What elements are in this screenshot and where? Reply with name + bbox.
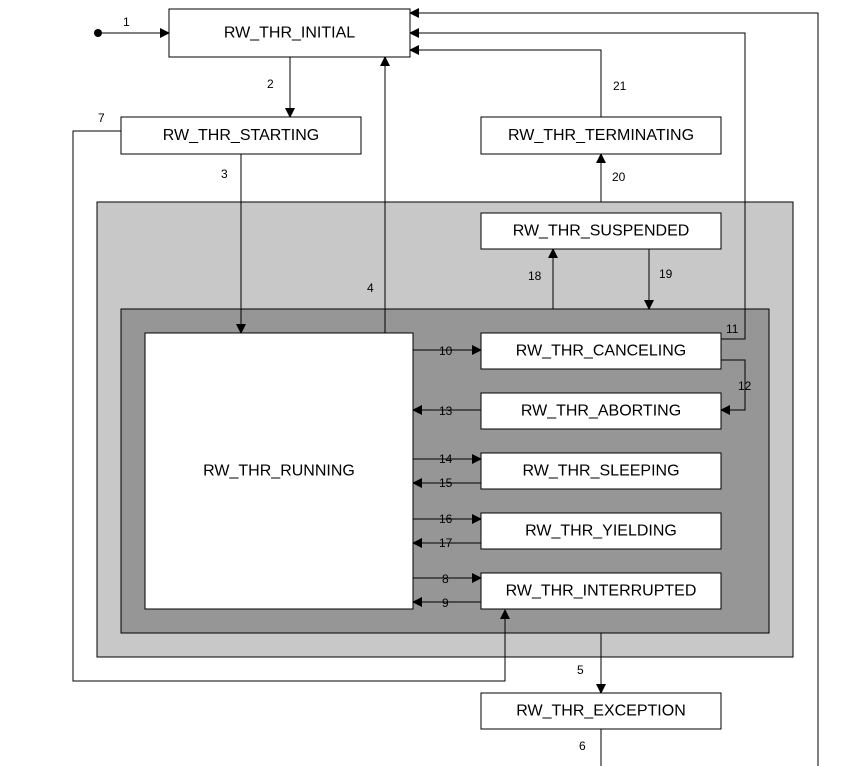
transition-label-13: 13 — [439, 404, 453, 418]
transitions — [72, 8, 819, 766]
state-starting-label: RW_THR_STARTING — [163, 127, 319, 144]
transition-label-6: 6 — [579, 739, 586, 753]
transition-label-11: 11 — [726, 322, 739, 336]
transition-label-7: 7 — [98, 111, 105, 125]
transition-label-2: 2 — [267, 77, 274, 91]
transition-label-20: 20 — [612, 170, 626, 184]
state-exception-label: RW_THR_EXCEPTION — [516, 703, 686, 720]
transition-label-17: 17 — [439, 536, 453, 550]
state-canceling: RW_THR_CANCELING — [480, 332, 722, 370]
transition-label-19: 19 — [659, 267, 673, 281]
state-sleeping: RW_THR_SLEEPING — [480, 452, 722, 490]
initial-pseudostate-dot — [94, 29, 102, 37]
state-starting: RW_THR_STARTING — [120, 116, 362, 155]
transition-11-line — [409, 28, 746, 340]
state-yielding-label: RW_THR_YIELDING — [525, 523, 677, 540]
transition-label-1: 1 — [123, 15, 130, 29]
transition-labels: 1 2 3 4 5 6 7 8 9 10 11 12 13 14 15 16 1… — [98, 15, 752, 753]
state-sleeping-label: RW_THR_SLEEPING — [522, 463, 679, 480]
transition-7-line — [72, 130, 510, 682]
state-suspended: RW_THR_SUSPENDED — [480, 212, 722, 250]
state-canceling-label: RW_THR_CANCELING — [516, 343, 686, 360]
state-exception: RW_THR_EXCEPTION — [480, 692, 722, 730]
state-suspended-label: RW_THR_SUSPENDED — [513, 223, 690, 240]
transition-label-8: 8 — [442, 572, 449, 586]
transition-21-line — [409, 45, 602, 117]
transition-label-12: 12 — [738, 379, 752, 393]
transition-label-18: 18 — [528, 269, 542, 283]
transition-6-return-line — [409, 8, 819, 766]
transition-12-line — [720, 359, 746, 415]
state-initial: RW_THR_INITIAL — [168, 8, 411, 58]
state-terminating-label: RW_THR_TERMINATING — [508, 127, 694, 144]
state-running-label: RW_THR_RUNNING — [203, 463, 355, 480]
transition-label-5: 5 — [577, 663, 584, 677]
transition-label-14: 14 — [439, 452, 453, 466]
state-aborting-label: RW_THR_ABORTING — [521, 403, 681, 420]
state-interrupted-label: RW_THR_INTERRUPTED — [506, 583, 697, 600]
transition-label-4: 4 — [367, 281, 374, 295]
transition-label-9: 9 — [442, 596, 449, 610]
state-initial-label: RW_THR_INITIAL — [224, 25, 355, 42]
transition-label-21: 21 — [613, 79, 627, 93]
transition-label-10: 10 — [439, 344, 453, 358]
state-aborting: RW_THR_ABORTING — [480, 392, 722, 430]
transition-label-15: 15 — [439, 476, 453, 490]
transition-label-16: 16 — [439, 512, 453, 526]
state-interrupted: RW_THR_INTERRUPTED — [480, 572, 722, 610]
transition-label-3: 3 — [221, 167, 228, 181]
state-running: RW_THR_RUNNING — [144, 332, 414, 610]
state-yielding: RW_THR_YIELDING — [480, 512, 722, 550]
state-terminating: RW_THR_TERMINATING — [480, 116, 722, 155]
